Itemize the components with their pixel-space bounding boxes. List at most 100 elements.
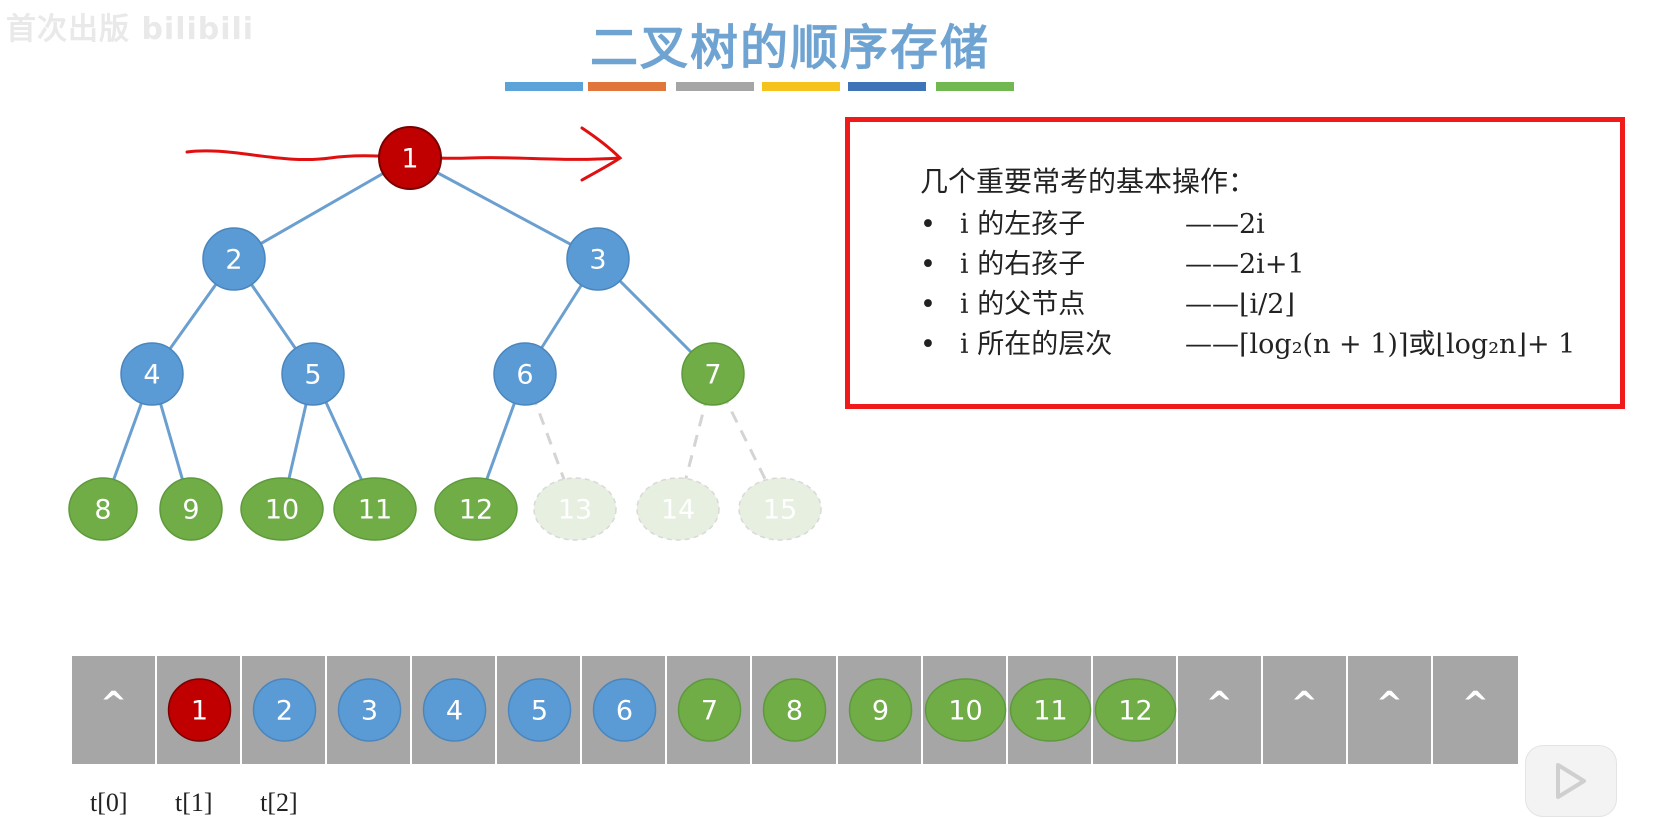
tree-node-label: 13: [558, 495, 592, 526]
array-node-shape: [1094, 678, 1176, 742]
tree-node-label: 12: [459, 495, 493, 526]
info-item-formula: ——⌈log₂(n + 1)⌉或⌊log₂n⌋+ 1: [1185, 329, 1576, 360]
array-cell-13: ^: [1178, 656, 1263, 764]
tree-node-8: 8: [68, 477, 138, 541]
tree-node-label: 10: [265, 495, 299, 526]
array-cell-4: 4: [412, 656, 498, 764]
tree-node-shape: [120, 342, 184, 406]
tree-node-shape: [281, 342, 345, 406]
array-cell-10: 10: [923, 656, 1008, 764]
array-node-label: 3: [361, 696, 378, 727]
array-node-shape: [252, 678, 317, 742]
array-null-marker: ^: [1375, 684, 1403, 722]
array-node-shape: [508, 678, 572, 742]
array-node-shape: [167, 678, 232, 742]
array-cell-14: ^: [1263, 656, 1348, 764]
array-node-label: 11: [1033, 696, 1067, 727]
tree-node-11: 11: [333, 477, 417, 541]
tree-node-5: 5: [281, 342, 345, 406]
info-item-label: i 的父节点: [960, 289, 1086, 320]
watermark: 首次出版 bilibili: [6, 12, 255, 47]
tree-node-6: 6: [493, 342, 557, 406]
array-node-label: 7: [701, 696, 718, 727]
title-underline-bar: [505, 82, 583, 91]
tree-node-label: 15: [763, 495, 797, 526]
array-cell-node: 4: [423, 678, 487, 742]
info-item-right-child: •i 的右孩子——2i+1: [920, 242, 1305, 281]
title-underline-bar: [848, 82, 926, 91]
tree-node-label: 2: [225, 245, 242, 276]
tree-edges: [101, 156, 782, 510]
tree-node-shape: [533, 477, 617, 541]
array-cell-node: 6: [593, 678, 657, 742]
tree-node-label: 14: [661, 495, 695, 526]
tree-node-label: 9: [182, 495, 199, 526]
tree-node-label: 1: [401, 144, 418, 175]
info-item-level: •i 所在的层次——⌈log₂(n + 1)⌉或⌊log₂n⌋+ 1: [920, 322, 1575, 361]
array-node-shape: [337, 678, 402, 742]
bullet: •: [920, 329, 936, 360]
tree-node-2: 2: [202, 227, 266, 291]
array-index-label: t[0]: [90, 788, 128, 817]
tree-node-label: 8: [94, 495, 111, 526]
tree-node-label: 3: [589, 245, 606, 276]
array-node-label: 8: [786, 696, 803, 727]
info-item-parent: •i 的父节点——⌊i/2⌋: [920, 282, 1295, 321]
tree-node-3: 3: [566, 227, 630, 291]
array-node-shape: [848, 678, 912, 742]
tree-edge-1-2: [233, 156, 411, 261]
array-cell-node: 1: [167, 678, 232, 742]
tree-node-label: 6: [516, 360, 533, 391]
tree-node-label: 5: [304, 360, 321, 391]
play-icon: [1556, 763, 1586, 799]
array-null-marker: ^: [1290, 684, 1318, 722]
array-node-label: 2: [276, 696, 293, 727]
tree-node-10: 10: [240, 477, 324, 541]
tree-node-9: 9: [159, 477, 223, 541]
tree-node-label: 11: [358, 495, 392, 526]
array-cell-2: 2: [242, 656, 328, 764]
bilibili-play-button[interactable]: [1525, 745, 1617, 817]
title-underline-bar: [588, 82, 666, 91]
tree-node-13: 13: [533, 477, 617, 541]
tree-node-shape: [434, 477, 518, 541]
info-item-formula: ——2i+1: [1185, 249, 1305, 280]
title-underline-bar: [676, 82, 754, 91]
array-node-shape: [924, 678, 1006, 742]
array-cell-node: 9: [848, 678, 912, 742]
tree-node-15: 15: [738, 477, 822, 541]
array-cell-node: 11: [1009, 678, 1091, 742]
array-cell-node: 7: [678, 678, 742, 742]
array-cell-3: 3: [327, 656, 413, 764]
array-node-label: 12: [1118, 696, 1152, 727]
tree-node-shape: [333, 477, 417, 541]
title-underline-bar: [936, 82, 1014, 91]
array-node-label: 4: [446, 696, 463, 727]
bullet: •: [920, 209, 936, 240]
tree-node-shape: [738, 477, 822, 541]
info-item-label: i 的左孩子: [960, 209, 1086, 240]
array-node-shape: [678, 678, 742, 742]
array-node-shape: [423, 678, 487, 742]
tree-node-label: 4: [143, 360, 160, 391]
tree-node-12: 12: [434, 477, 518, 541]
array-node-label: 9: [871, 696, 888, 727]
tree-node-14: 14: [636, 477, 720, 541]
array-node-label: 10: [948, 696, 982, 727]
hand-drawn-arrowhead: [580, 126, 623, 182]
info-heading: 几个重要常考的基本操作：: [920, 165, 1257, 198]
tree-node-shape: [636, 477, 720, 541]
array-cell-5: 5: [497, 656, 583, 764]
array-cell-0: ^: [72, 656, 158, 764]
tree-node-shape: [493, 342, 557, 406]
array-null-marker: ^: [1462, 684, 1489, 722]
info-item-formula: ——⌊i/2⌋: [1185, 289, 1295, 320]
tree-node-shape: [566, 227, 630, 291]
array-cell-node: 2: [252, 678, 317, 742]
array-index-label: t[1]: [175, 788, 213, 817]
array-cell-node: 3: [337, 678, 402, 742]
array-cell-12: 12: [1093, 656, 1178, 764]
array-node-shape: [1009, 678, 1091, 742]
